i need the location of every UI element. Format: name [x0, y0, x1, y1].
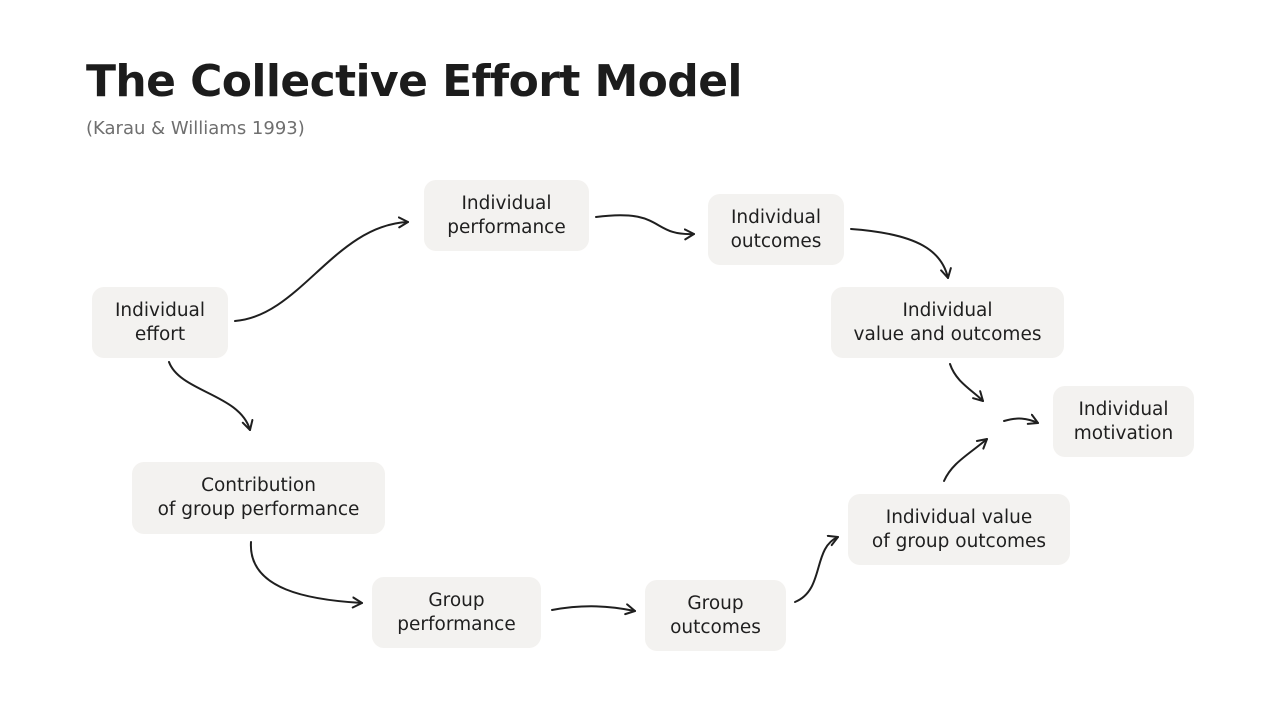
arrow-individual-value-outcomes-to-motivation [949, 363, 984, 402]
arrow-effort-to-individual-performance [234, 216, 409, 322]
node-label-line1: Individual [730, 206, 822, 228]
node-label-line1: Group [687, 592, 744, 614]
node-label-line2: of group performance [157, 499, 360, 520]
page-title: The Collective Effort Model [86, 56, 743, 107]
node-individual-value-of-group-outcomes: Individual value of group outcomes [848, 494, 1070, 565]
arrow-group-outcomes-to-individual-value-group-outcomes [794, 534, 839, 603]
node-individual-outcomes: Individual outcomes [708, 194, 844, 265]
node-label-line1: Individual [114, 299, 206, 321]
node-individual-motivation: Individual motivation [1053, 386, 1194, 457]
arrow-effort-to-contribution [168, 361, 254, 431]
node-individual-performance: Individual performance [424, 180, 589, 251]
node-label-line2: outcomes [670, 616, 761, 638]
node-label-line1: Individual value [885, 506, 1033, 528]
node-label-line2: performance [397, 613, 516, 635]
node-label-line2: performance [447, 216, 566, 238]
node-label-line1: Individual [1078, 398, 1169, 420]
node-contribution-of-group-performance: Contribution of group performance [132, 462, 385, 534]
page-subtitle: (Karau & Williams 1993) [86, 118, 305, 139]
node-individual-value-and-outcomes: Individual value and outcomes [831, 287, 1064, 358]
node-label-line2: motivation [1073, 422, 1174, 444]
node-label-line1: Individual [902, 299, 993, 321]
node-individual-effort: Individual effort [92, 287, 228, 358]
node-group-performance: Group performance [372, 577, 541, 648]
node-group-outcomes: Group outcomes [645, 580, 786, 651]
node-label-line1: Group [428, 589, 485, 611]
arrow-individual-value-group-outcomes-to-motivation [943, 438, 988, 482]
arrow-merge-to-individual-motivation [1003, 413, 1039, 425]
node-label-line2: value and outcomes [853, 323, 1042, 345]
node-label-line2: of group outcomes [871, 530, 1047, 552]
node-label-line2: effort [134, 323, 186, 345]
node-label-line2: outcomes [730, 230, 822, 252]
node-label-line1: Contribution [201, 475, 316, 496]
arrow-individual-outcomes-to-individual-value-outcomes [850, 228, 952, 279]
arrow-contribution-to-group-performance [249, 541, 363, 609]
arrow-group-performance-to-group-outcomes [551, 603, 636, 616]
node-label-line1: Individual [461, 192, 552, 214]
arrow-individual-performance-to-individual-outcomes [595, 214, 695, 241]
